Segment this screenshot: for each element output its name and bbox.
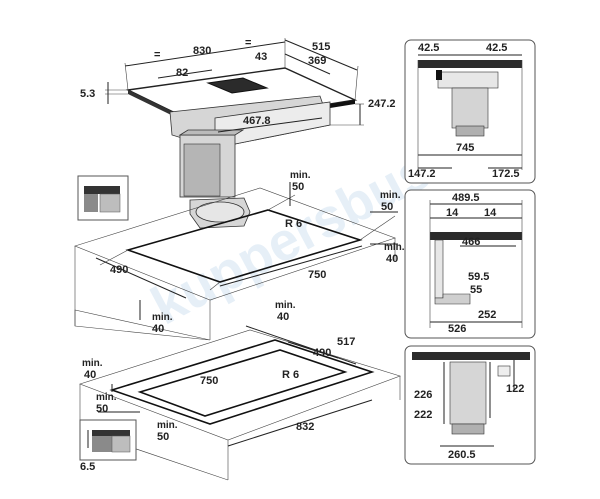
- dim-duct-offset-2: 55: [470, 284, 482, 296]
- dim-right-height-3: 122: [506, 383, 524, 395]
- dim-overall-2: 489.5: [452, 192, 480, 204]
- dim-body-width: 467.8: [243, 115, 271, 127]
- dim-vent-width: 43: [255, 51, 267, 63]
- label-min-back: min.: [290, 170, 311, 181]
- dim-overall-width-flush: 832: [296, 421, 314, 433]
- vent-slot: [206, 77, 269, 94]
- label-min-front-flush: min.: [96, 392, 117, 403]
- dim-right-gap-2: 14: [484, 207, 497, 219]
- dim-duct-length: 466: [462, 236, 480, 248]
- dim-motor-width: 745: [456, 142, 474, 154]
- cutout-flush-rebate: [109, 339, 375, 425]
- dim-offset-right: 369: [308, 55, 326, 67]
- dim-min-front2-flush: 50: [157, 431, 169, 443]
- dim-left-edge: 147.2: [408, 168, 436, 180]
- dim-cutout-width-flush: 750: [200, 375, 218, 387]
- label-min-left-flush: min.: [82, 358, 103, 369]
- dim-offset-left: 82: [176, 67, 188, 79]
- dim-depth-flush: 517: [337, 336, 355, 348]
- side-panel-side-view: 226 122 222 260.5: [404, 345, 536, 465]
- dim-cutout-depth-flush: 490: [313, 347, 331, 359]
- flush-mount-icon: 6.5: [79, 419, 137, 473]
- side-panel-duct-view: 489.5 14 14 466 59.5 55 252 526: [404, 189, 536, 339]
- dim-cutout-width-upper: 750: [308, 269, 326, 281]
- label-min-front: min.: [152, 312, 173, 323]
- dim-equal-left: =: [154, 49, 160, 61]
- label-min-right-2: min.: [384, 242, 405, 253]
- dim-min-front-flush: 50: [96, 403, 108, 415]
- dim-rebate-depth: 6.5: [80, 461, 95, 473]
- dim-left-gap-2: 14: [446, 207, 459, 219]
- dim-left-width-3: 226: [414, 389, 432, 401]
- cutout-flush-inner: [137, 349, 348, 417]
- dim-width-total: 830: [193, 45, 211, 57]
- label-min-front2-flush: min.: [157, 420, 178, 431]
- label-min-top-flush: min.: [275, 300, 296, 311]
- dim-radius-flush: R 6: [282, 369, 299, 381]
- worktop-cutout-upper: R 6 490 750 min. 50 min. 50 min. 40 min.…: [74, 170, 405, 341]
- side-panel-front-view: 42.5 42.5 745 147.2 172.5: [404, 39, 536, 184]
- dim-depth-total: 515: [312, 41, 330, 53]
- dim-min-right-2: 40: [386, 253, 398, 265]
- dim-min-front: 40: [152, 323, 164, 335]
- dim-inner-width-3: 222: [414, 409, 432, 421]
- dim-total-depth-2: 526: [448, 323, 466, 335]
- dim-unit-height: 247.2: [368, 98, 396, 110]
- dim-radius-upper: R 6: [285, 218, 302, 230]
- dim-min-right-1: 50: [381, 201, 393, 213]
- dim-duct-spacing: 252: [478, 309, 496, 321]
- dim-min-left-flush: 40: [84, 369, 96, 381]
- dim-duct-offset-1: 59.5: [468, 271, 489, 283]
- hob-isometric-view: = 830 = 43 515 82 369 5.3 247.2 467.8: [80, 37, 396, 229]
- label-min-right-1: min.: [380, 190, 401, 201]
- dim-left-offset-1: 42.5: [418, 42, 439, 54]
- dim-bottom-width-3: 260.5: [448, 449, 476, 461]
- dim-right-offset-1: 42.5: [486, 42, 507, 54]
- dim-equal-right: =: [245, 37, 251, 49]
- dim-glass-thickness: 5.3: [80, 88, 95, 100]
- dim-right-edge: 172.5: [492, 168, 520, 180]
- dim-min-back: 50: [292, 181, 304, 193]
- surface-mount-icon: [77, 175, 129, 221]
- dim-cutout-depth-upper: 490: [110, 264, 128, 276]
- dim-min-top-flush: 40: [277, 311, 289, 323]
